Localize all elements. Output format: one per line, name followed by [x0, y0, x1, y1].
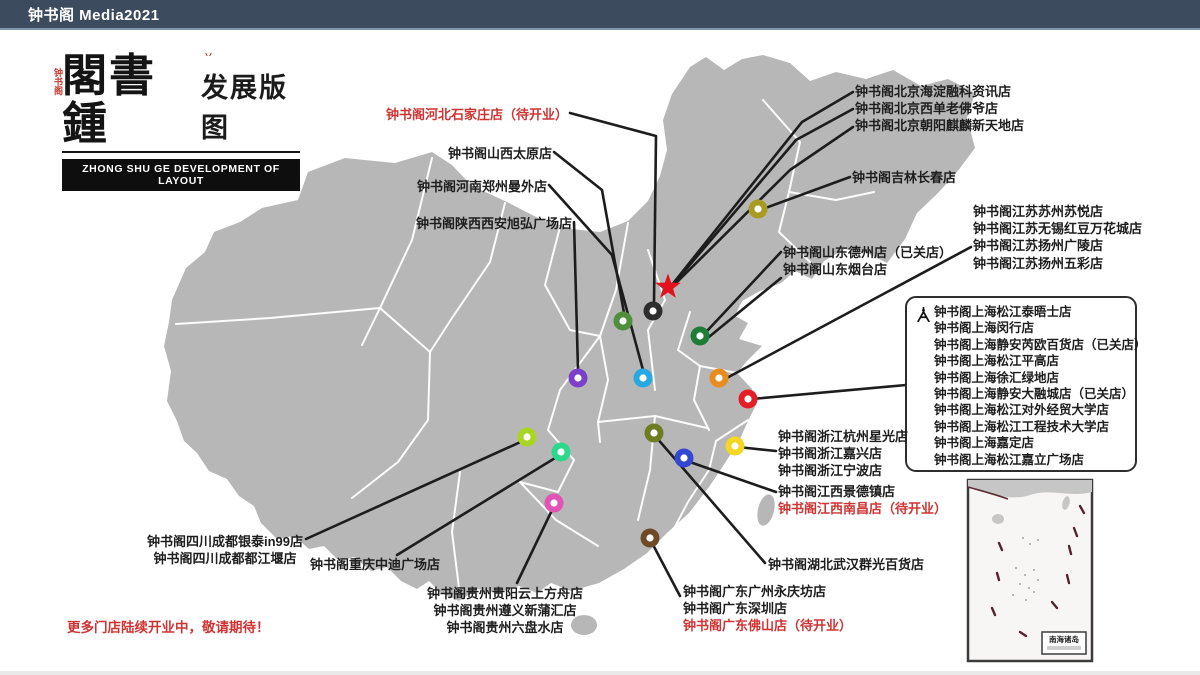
store-name: 钟书阁上海松江平高店	[934, 354, 1060, 369]
window-title: 钟书阁 Media2021	[28, 6, 160, 24]
store-dot-xian	[568, 368, 588, 388]
store-dot-taiyuan	[613, 311, 633, 331]
store-dot-guizhou	[544, 493, 564, 513]
store-name: 钟书阁上海松江泰晤士店	[934, 305, 1072, 319]
store-dot-chengdu	[517, 427, 537, 447]
callout-line-beijing-3	[669, 125, 855, 290]
seal-mark-right: 丷	[204, 50, 214, 60]
callout-line-jiangxi	[685, 459, 778, 494]
callout-line-shandong-1	[705, 250, 783, 333]
store-dot-shandong	[690, 326, 710, 346]
callout-line-hubei	[654, 435, 767, 565]
callout-line-henan	[547, 183, 645, 372]
callout-line-jilin	[758, 175, 852, 212]
store-name: 钟书阁上海静安大融城店（已关店）	[934, 387, 1135, 402]
callout-line-shandong-2	[702, 276, 783, 343]
store-dot-changchun	[748, 199, 768, 219]
store-dot-hubei	[644, 423, 664, 443]
inset-scale-line	[1047, 646, 1081, 650]
store-dots	[517, 199, 768, 548]
logo-subtitle: ZHONG SHU GE DEVELOPMENT OF LAYOUT	[62, 159, 300, 191]
store-name: 钟书阁上海闵行店	[934, 321, 1035, 336]
store-name: 钟书阁上海徐汇绿地店	[934, 370, 1060, 385]
store-dot-chongqing	[551, 442, 571, 462]
store-dot-shijiazhuang	[643, 301, 663, 321]
callout-line-guizhou	[515, 504, 556, 585]
province-borders	[175, 99, 875, 589]
store-dot-jiangxi	[674, 448, 694, 468]
store-dot-zhengzhou	[633, 368, 653, 388]
store-name: 钟书阁上海松江对外经贸大学店	[934, 403, 1110, 418]
capital-star	[655, 273, 681, 298]
logo-title: 发展版图	[200, 73, 288, 143]
window-title-bar: 钟书阁 Media2021	[0, 0, 1200, 30]
star-beijing	[655, 273, 681, 298]
nine-dash-line	[990, 504, 1086, 638]
store-dot-shanghai	[738, 389, 758, 409]
callout-line-jiangsu	[721, 245, 973, 382]
shanghai-stores-box: 钟书阁上海松江泰晤士店钟书阁上海闵行店钟书阁上海静安芮欧百货店（已关店） 钟书阁上…	[905, 296, 1147, 472]
callout-line-shanghai	[750, 383, 908, 401]
hainan-island	[571, 615, 597, 635]
logo-calligraphy: 閣書鍾	[62, 49, 157, 150]
logo-underline	[62, 151, 300, 153]
store-dot-guangdong	[640, 528, 660, 548]
slide-bottom-edge	[0, 671, 1200, 675]
tower-icon	[917, 307, 930, 322]
store-name: 钟书阁上海静安芮欧百货店（已关店）	[934, 337, 1147, 352]
store-dot-jiangsu	[709, 368, 729, 388]
callout-line-sichuan	[304, 438, 527, 541]
callout-lines	[304, 90, 973, 598]
callout-line-beijing-1	[669, 90, 855, 288]
callout-line-shaanxi	[572, 220, 580, 372]
callout-line-beijing-2	[669, 107, 855, 289]
store-name: 钟书阁上海松江嘉立广场店	[934, 452, 1085, 467]
store-name: 钟书阁上海松江工程技术大学店	[934, 419, 1110, 434]
store-name: 钟书阁上海嘉定店	[934, 436, 1035, 451]
brand-logo: 钟书阁 閣書鍾 丷 发展版图 ZHONG SHU GE DEVELOPMENT …	[53, 49, 312, 191]
coming-soon-note: 更多门店陆续开业中，敬请期待！	[67, 620, 270, 635]
inset-label: 南海诸岛	[1049, 634, 1079, 644]
island-specks	[1012, 537, 1039, 601]
callout-line-chongqing	[395, 453, 562, 557]
seal-mark-left: 钟书阁	[53, 68, 63, 95]
taiwan-island	[757, 494, 775, 526]
south-china-sea-inset: 南海诸岛	[966, 478, 1094, 663]
callout-line-guangdong	[649, 539, 682, 598]
store-dot-zhejiang	[725, 436, 745, 456]
callout-line-hebei	[568, 111, 658, 305]
